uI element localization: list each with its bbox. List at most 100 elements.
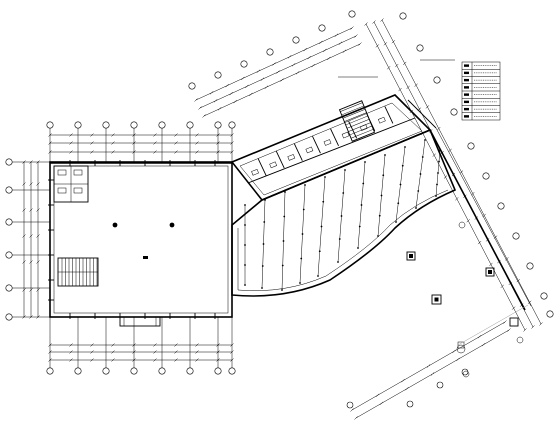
light-fixture (362, 182, 365, 185)
axis-bubble-bottom (214, 367, 222, 375)
legend-table (461, 61, 501, 121)
fan-hall (231, 128, 457, 297)
axis-bubble-wing-top (266, 48, 274, 56)
axis-bubble-bottom (130, 367, 138, 375)
light-fixture (377, 235, 379, 237)
stair-left (57, 257, 99, 287)
light-fixture (320, 225, 323, 228)
light-fixture (304, 184, 306, 186)
light-fixture (344, 169, 346, 171)
axis-bubble-wing-right (497, 202, 505, 210)
axis-bubble-wing-bottom (436, 381, 444, 389)
axis-bubble-wing-right (526, 262, 534, 270)
axis-bubble-left (5, 313, 13, 321)
axis-bubble-bottom (46, 367, 54, 375)
axis-bubble-top (214, 121, 222, 129)
light-fixture (317, 275, 319, 277)
axis-bubble-top (158, 121, 166, 129)
grid-axis-bubbles-left (5, 121, 236, 375)
axis-bubble-top (130, 121, 138, 129)
light-fixture (322, 200, 325, 203)
axis-bubble-bottom (102, 367, 110, 375)
axis-bubble-wing-right (546, 310, 554, 318)
light-fixture (364, 161, 366, 163)
light-fixture (284, 191, 286, 193)
light-fixture (244, 204, 246, 206)
light-fixture (244, 224, 246, 226)
light-fixture (324, 176, 326, 178)
axis-bubble-wing-right (512, 232, 520, 240)
stair-wing (338, 100, 376, 142)
axis-bubble-bottom (74, 367, 82, 375)
light-fixture (378, 214, 381, 217)
axis-bubble-left (5, 158, 13, 166)
light-fixture (262, 243, 265, 245)
axis-bubble-wing-top (318, 24, 326, 32)
axis-bubble-top (186, 121, 194, 129)
light-fixture (340, 215, 343, 217)
light-fixture (435, 195, 437, 197)
light-fixture (360, 204, 363, 206)
axis-bubble-wing-bottom (406, 400, 414, 408)
light-fixture (357, 247, 359, 249)
light-fixture (415, 207, 417, 209)
light-fixture (338, 238, 341, 240)
light-fixture (438, 160, 440, 163)
light-fixture (261, 265, 264, 267)
light-fixture (342, 192, 345, 194)
light-fixture (404, 146, 406, 148)
dimension-lines-wing (194, 18, 543, 420)
light-fixture (300, 257, 303, 260)
axis-bubble-top (228, 121, 236, 129)
axis-bubble-wing-right (450, 108, 458, 116)
plaza-columns (406, 221, 529, 378)
light-fixture (399, 183, 402, 186)
light-fixture (244, 264, 246, 266)
axis-bubble-wing-top (240, 60, 248, 68)
light-fixture (397, 202, 400, 205)
light-fixture (380, 194, 383, 197)
light-fixture (437, 172, 439, 174)
light-fixture (401, 164, 404, 167)
light-fixture (282, 240, 285, 242)
light-fixture (244, 244, 246, 246)
axis-bubble-left (5, 218, 13, 226)
axis-bubble-wing-top (292, 36, 300, 44)
axis-bubble-bottom (158, 367, 166, 375)
light-fixture (302, 208, 305, 211)
axis-bubble-bottom (186, 367, 194, 375)
axis-bubble-wing-top (348, 10, 356, 18)
grid-axis-bubbles-wing (188, 10, 554, 409)
axis-bubble-wing-right (416, 44, 424, 52)
light-fixture (417, 190, 420, 192)
wing-title-annotation (338, 59, 455, 78)
light-fixture (283, 215, 286, 218)
axis-bubble-wing-top (214, 71, 222, 79)
light-fixture (264, 199, 266, 201)
light-fixture (436, 183, 438, 186)
axis-bubble-top (46, 121, 54, 129)
light-fixture (382, 174, 385, 177)
entrance-canopy (119, 316, 161, 327)
light-fixture (421, 156, 424, 158)
axis-bubble-top (102, 121, 110, 129)
light-fixture (424, 139, 426, 141)
light-fixture (337, 261, 339, 263)
axis-bubble-top (74, 121, 82, 129)
light-fixture (384, 154, 386, 156)
axis-bubble-left (5, 251, 13, 259)
left-building (48, 160, 233, 327)
axis-bubble-wing-right (399, 12, 407, 20)
light-fixture (318, 250, 321, 253)
axis-bubble-bottom (228, 367, 236, 375)
light-fixture (299, 282, 301, 284)
light-fixture (281, 289, 283, 291)
light-fixture (244, 284, 246, 286)
axis-bubble-wing-right (467, 142, 475, 150)
axis-bubble-wing-top (188, 82, 196, 90)
angled-wing (230, 94, 532, 311)
axis-bubble-wing-bottom (346, 401, 354, 409)
axis-bubble-wing-right (482, 172, 490, 180)
axis-bubble-left (5, 284, 13, 292)
